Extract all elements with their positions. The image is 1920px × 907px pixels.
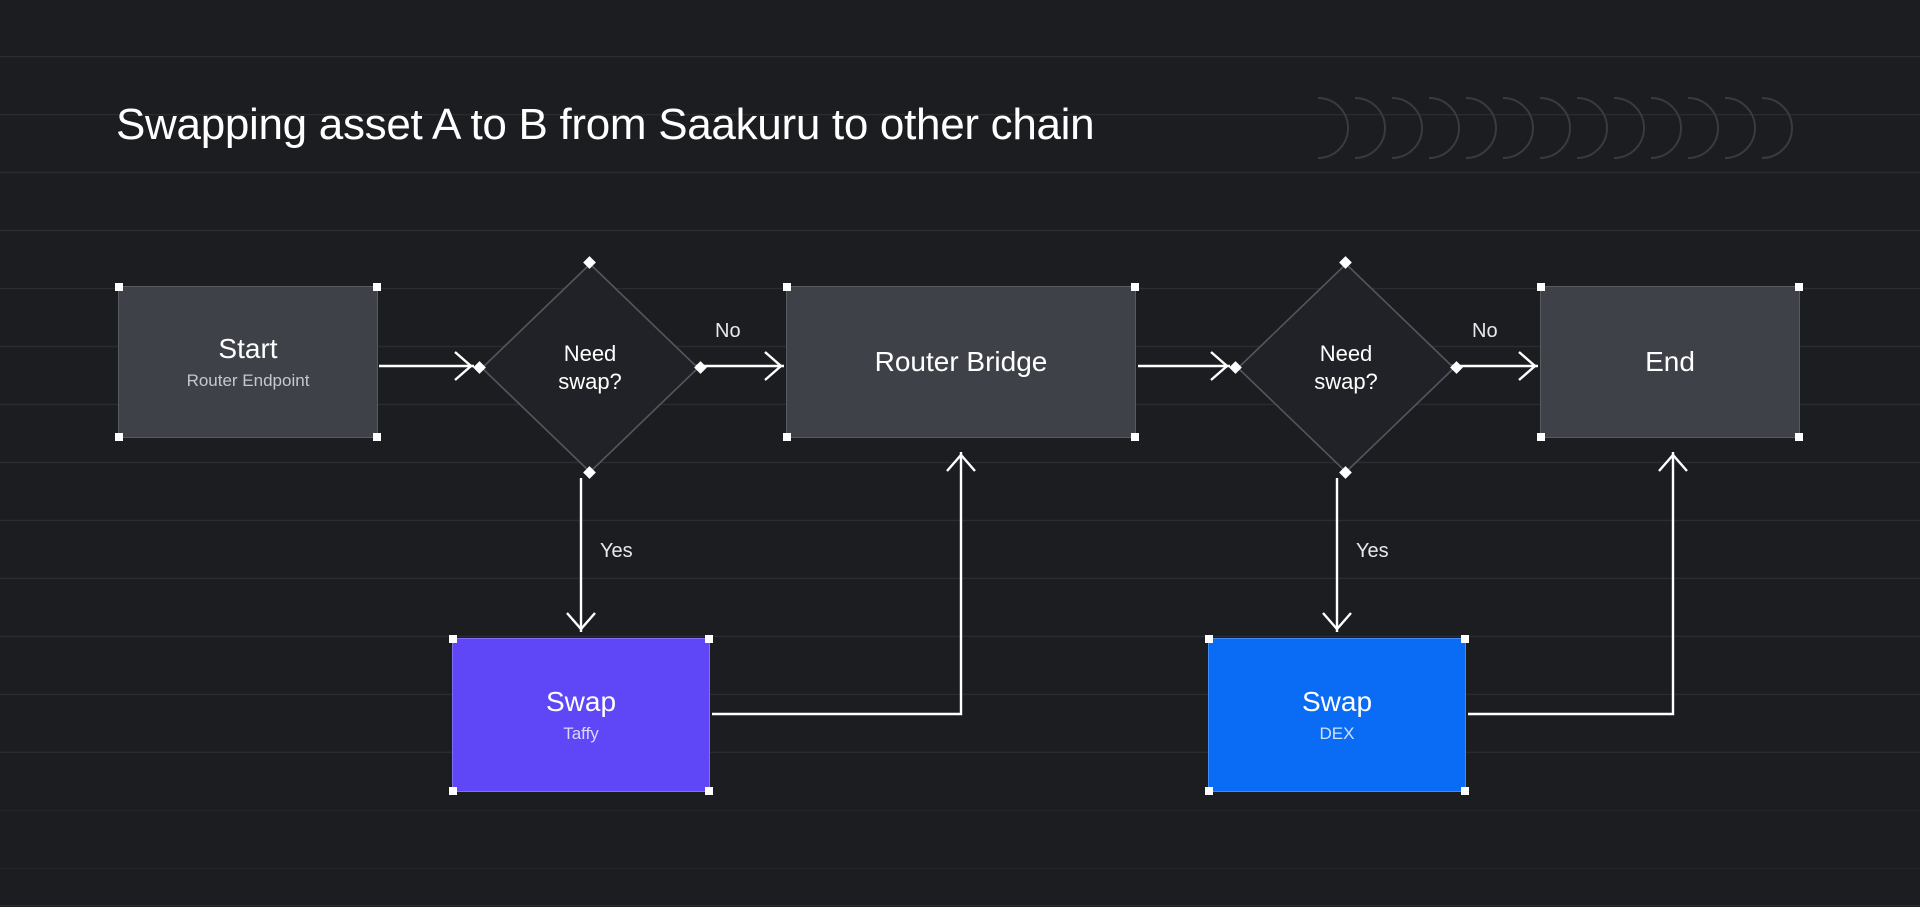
resize-handle-top-right[interactable]	[1795, 283, 1803, 291]
node-router-bridge-title: Router Bridge	[874, 345, 1048, 377]
edge-label-no-2: No	[1472, 320, 1498, 342]
resize-handle-bottom-left[interactable]	[449, 787, 457, 795]
resize-handle-top-right[interactable]	[705, 635, 713, 643]
resize-handle-top-left[interactable]	[1205, 635, 1213, 643]
node-router-bridge[interactable]: Router Bridge	[783, 283, 1139, 441]
edge-label-yes-1: Yes	[600, 540, 633, 562]
resize-handle-bottom-left[interactable]	[783, 433, 791, 441]
node-decision1-line1: Need	[563, 340, 617, 366]
resize-handle-top-left[interactable]	[449, 635, 457, 643]
edge-label-yes-2: Yes	[1356, 540, 1389, 562]
resize-handle-bottom-right[interactable]	[1795, 433, 1803, 441]
edge-taffy-to-bridge	[712, 452, 963, 716]
node-swap-taffy-subtitle: Taffy	[563, 723, 599, 743]
node-decision1-line2: swap?	[558, 369, 622, 394]
arc-chevron-pattern-icon	[1317, 97, 1793, 159]
resize-handle-top-left[interactable]	[115, 283, 123, 291]
node-decision2-label: Need swap?	[1236, 262, 1456, 474]
node-decision1-label: Need swap?	[480, 262, 700, 474]
node-swap-dex[interactable]: Swap DEX	[1205, 635, 1469, 795]
resize-handle-top-left[interactable]	[1537, 283, 1545, 291]
node-decision2-line1: Need	[1319, 340, 1373, 366]
resize-handle-bottom-right[interactable]	[373, 433, 381, 441]
node-decision-need-swap-1[interactable]: Need swap?	[473, 256, 707, 479]
resize-handle-bottom-right[interactable]	[705, 787, 713, 795]
node-start-subtitle: Router Endpoint	[186, 370, 310, 390]
edge-label-no-1: No	[715, 320, 741, 342]
page-title: Swapping asset A to B from Saakuru to ot…	[116, 100, 1095, 149]
resize-handle-top-right[interactable]	[1461, 635, 1469, 643]
resize-handle-bottom-left[interactable]	[115, 433, 123, 441]
resize-handle-bottom-left[interactable]	[1537, 433, 1545, 441]
edge-dex-to-end	[1468, 452, 1675, 716]
resize-handle-bottom-right[interactable]	[1461, 787, 1469, 795]
resize-handle-top-left[interactable]	[783, 283, 791, 291]
node-swap-taffy-title: Swap	[545, 685, 617, 717]
resize-handle-top-right[interactable]	[373, 283, 381, 291]
resize-handle-top-right[interactable]	[1131, 283, 1139, 291]
resize-handle-bottom-right[interactable]	[1131, 433, 1139, 441]
node-decision2-line2: swap?	[1314, 369, 1378, 394]
node-swap-taffy[interactable]: Swap Taffy	[449, 635, 713, 795]
node-swap-dex-title: Swap	[1301, 685, 1373, 717]
node-end[interactable]: End	[1537, 283, 1803, 441]
node-end-title: End	[1645, 345, 1695, 377]
node-start[interactable]: Start Router Endpoint	[115, 283, 381, 441]
resize-handle-bottom-left[interactable]	[1205, 787, 1213, 795]
node-swap-dex-subtitle: DEX	[1319, 723, 1355, 743]
node-decision-need-swap-2[interactable]: Need swap?	[1229, 256, 1463, 479]
node-start-title: Start	[218, 332, 278, 364]
